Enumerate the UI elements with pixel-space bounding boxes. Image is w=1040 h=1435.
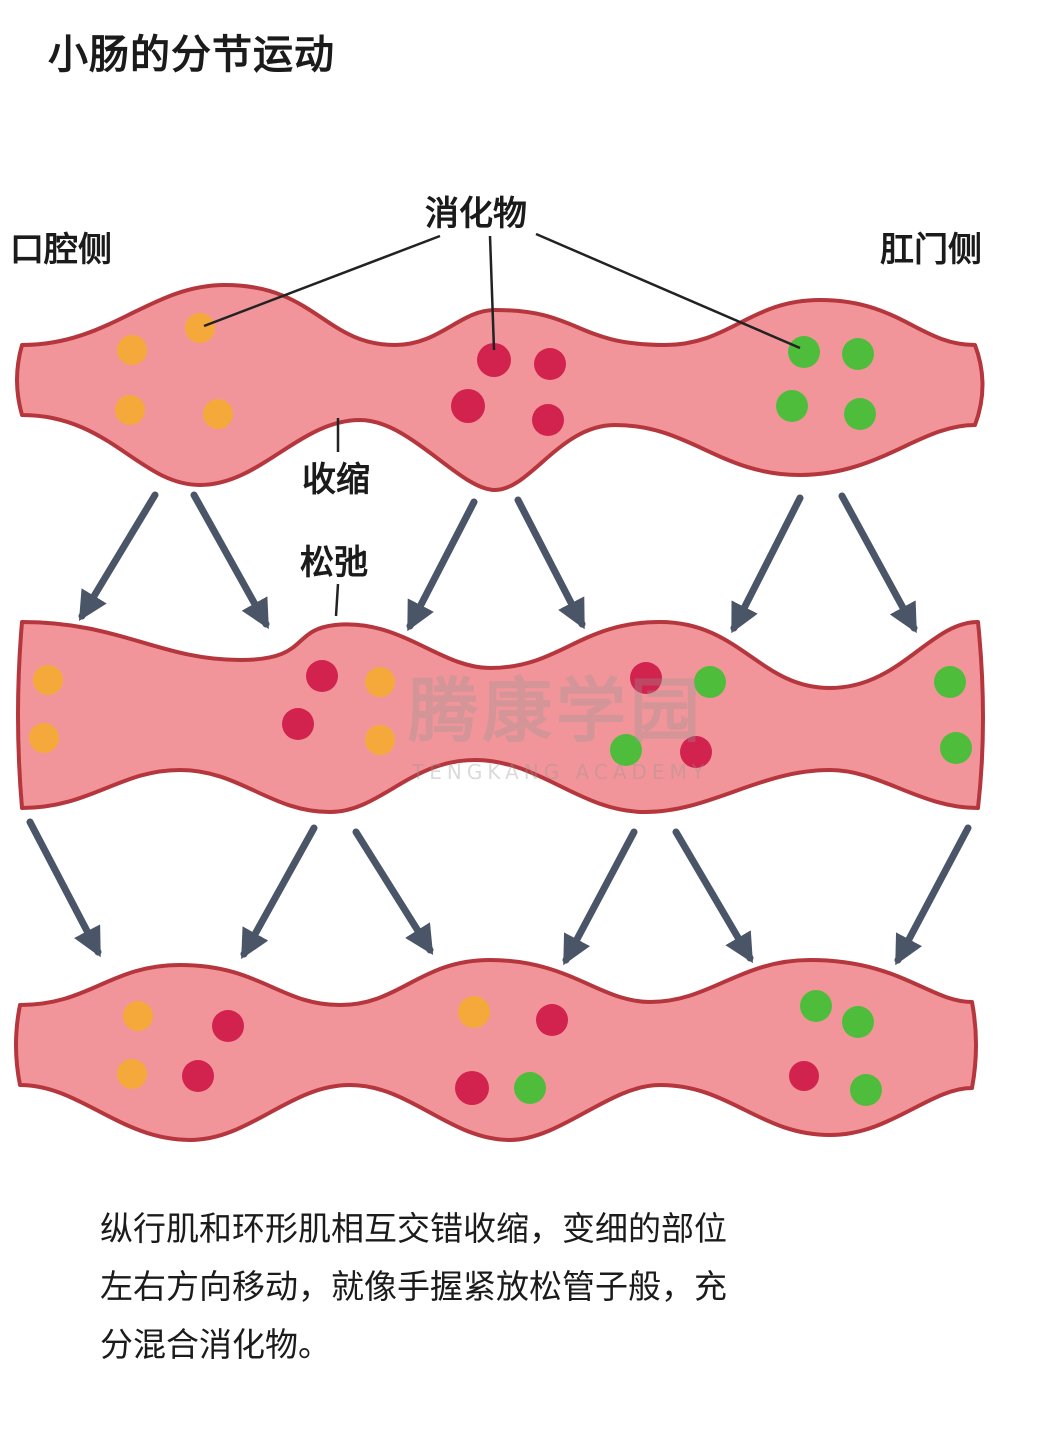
digesta-particle-red [532,404,564,436]
intestine-segment-middle [16,620,985,814]
digesta-particle-green [610,734,642,766]
digesta-particle-green [800,990,832,1022]
digesta-particle-orange [117,1059,147,1089]
arrow-icon [78,491,159,622]
relaxation-label: 松弛 [300,543,368,583]
digesta-particle-red [536,1004,568,1036]
digesta-particle-green [842,1006,874,1038]
arrow-icon [562,828,638,966]
pointer-line-red [488,235,496,351]
digesta-particle-red [534,348,566,380]
digesta-dots-middle [29,660,972,768]
digesta-particle-orange [123,1001,153,1031]
digesta-particle-orange [203,399,233,429]
flow-arrows [26,491,972,966]
digesta-particle-red [477,343,511,377]
digesta-particle-green [844,398,876,430]
caption-line: 纵行肌和环形肌相互交错收缩，变细的部位 [100,1209,727,1248]
digesta-particle-red [455,1071,489,1105]
digesta-particle-green [842,338,874,370]
arrow-icon [240,824,318,960]
watermark-subtitle: TENGKANG ACADEMY [412,760,710,784]
digesta-particle-red [282,708,314,740]
arrow-icon [838,492,918,634]
digesta-particle-orange [365,667,395,697]
digesta-particle-green [934,666,966,698]
digesta-particle-green [694,666,726,698]
digesta-particle-orange [117,335,147,365]
caption-line: 左右方向移动，就像手握紧放松管子般，充 [100,1267,727,1306]
page-title: 小肠的分节运动 [48,32,335,78]
pointer-line-orange [203,234,441,328]
digesta-particle-red [789,1061,819,1091]
digesta-particle-green [850,1074,882,1106]
digesta-particle-red [212,1010,244,1042]
relaxation-tick [334,583,340,617]
digesta-particle-green [788,336,820,368]
digesta-particle-orange [33,665,63,695]
arrow-icon [514,496,586,630]
digesta-particle-green [940,732,972,764]
digesta-particle-red [680,736,712,768]
digesta-particle-orange [365,725,395,755]
pointer-line-green [535,232,801,350]
digesta-particle-red [306,660,338,692]
digesta-particle-red [451,389,485,423]
digesta-label: 消化物 [425,194,527,234]
arrow-icon [26,818,102,958]
digesta-pointer-lines [203,232,801,617]
arrow-icon [406,498,478,632]
arrow-icon [190,491,270,630]
contraction-label: 收缩 [302,460,370,500]
digesta-particle-green [514,1072,546,1104]
digesta-dots-top [115,313,876,436]
digesta-particle-orange [29,723,59,753]
arrow-icon [352,828,434,955]
digesta-particle-red [182,1060,214,1092]
intestine-segment-bottom [14,958,978,1142]
digesta-particle-green [776,390,808,422]
digesta-particle-orange [458,996,490,1028]
anal-side-label: 肛门侧 [880,230,982,270]
digesta-dots-bottom [117,990,882,1106]
arrow-icon [730,494,804,634]
watermark-name: 腾康学园 [408,669,704,752]
arrow-icon [672,828,754,964]
digesta-particle-orange [185,313,215,343]
oral-side-label: 口腔侧 [10,230,112,270]
digesta-particle-orange [115,395,145,425]
arrow-icon [894,824,972,966]
caption-text: 纵行肌和环形肌相互交错收缩，变细的部位 左右方向移动，就像手握紧放松管子般，充 … [100,1200,860,1374]
digesta-particle-red [630,662,662,694]
caption-line: 分混合消化物。 [100,1325,331,1364]
intestine-segment-top [15,283,985,492]
